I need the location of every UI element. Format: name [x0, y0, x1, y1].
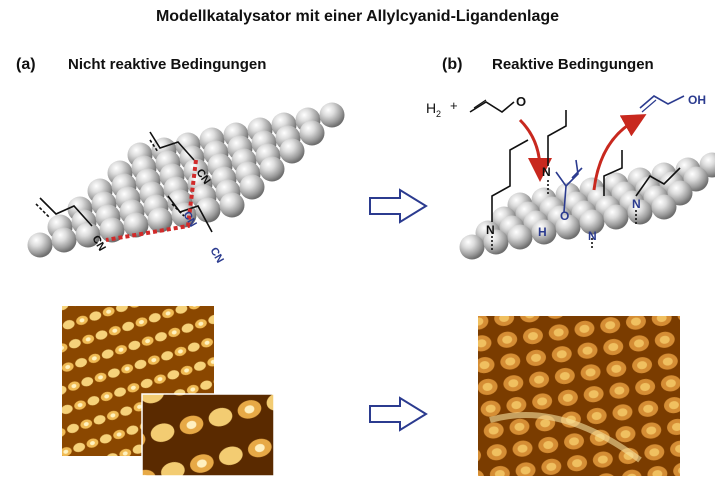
- stm-image-b: [478, 316, 680, 476]
- metal-surface-a: [27, 102, 345, 258]
- h2-subscript: 2: [436, 109, 441, 119]
- right-arrow-icon: [369, 188, 428, 224]
- imine-ligands-b: [491, 110, 681, 250]
- metal-surface-b: [459, 152, 715, 260]
- surface-atom: [603, 204, 629, 230]
- surface-atom: [459, 234, 485, 260]
- panel-b-letter: (b): [442, 56, 463, 73]
- surface-atom: [555, 214, 581, 240]
- surface-atom: [123, 212, 149, 238]
- n-label: N: [542, 165, 551, 179]
- n-label: N: [632, 197, 641, 211]
- surface-atom: [507, 224, 533, 250]
- plus-sign: +: [450, 98, 458, 113]
- stm-image-a-zoom: [141, 393, 275, 477]
- panel-a-letter: (a): [16, 56, 36, 73]
- surface-atom: [531, 219, 557, 245]
- figure-title: Modellkatalysator mit einer Allylcyanid-…: [155, 8, 560, 25]
- acrolein-chain: [469, 101, 515, 113]
- surface-atom: [299, 120, 325, 146]
- n-label: N: [486, 223, 495, 237]
- right-arrow-icon: [369, 396, 428, 432]
- product-oh-label: OH: [688, 93, 706, 107]
- surface-atom: [279, 138, 305, 164]
- dipole-interaction-line: [105, 159, 198, 242]
- panel-a-heading: Nicht reaktive Bedingungen: [68, 56, 267, 73]
- surface-atom: [27, 232, 53, 258]
- aldehyde-o-label: O: [516, 94, 526, 109]
- surface-atom: [259, 156, 285, 182]
- surface-atom: [75, 222, 101, 248]
- adsorption-arrow: [518, 118, 552, 182]
- surface-atom: [239, 174, 265, 200]
- surface-atom: [627, 199, 653, 225]
- surface-atom: [579, 209, 605, 235]
- surface-atom: [51, 227, 77, 253]
- surface-atom: [147, 207, 173, 233]
- reaction-scheme: H 2 + O OH: [426, 93, 706, 191]
- adsorbed-acrolein: [555, 159, 583, 213]
- surface-atom: [219, 192, 245, 218]
- surface-atom: [195, 197, 221, 223]
- desorption-arrow: [592, 114, 647, 191]
- surface-atom: [483, 229, 509, 255]
- panel-b-heading: Reaktive Bedingungen: [492, 56, 654, 73]
- surface-atom: [651, 194, 677, 220]
- h-label: H: [538, 225, 547, 239]
- cn-label: CN: [207, 246, 225, 266]
- h2-label: H: [426, 100, 436, 116]
- surface-atom: [319, 102, 345, 128]
- allyl-alcohol-chain: [639, 95, 685, 109]
- n-label: N: [588, 229, 597, 243]
- o-label: O: [560, 209, 569, 223]
